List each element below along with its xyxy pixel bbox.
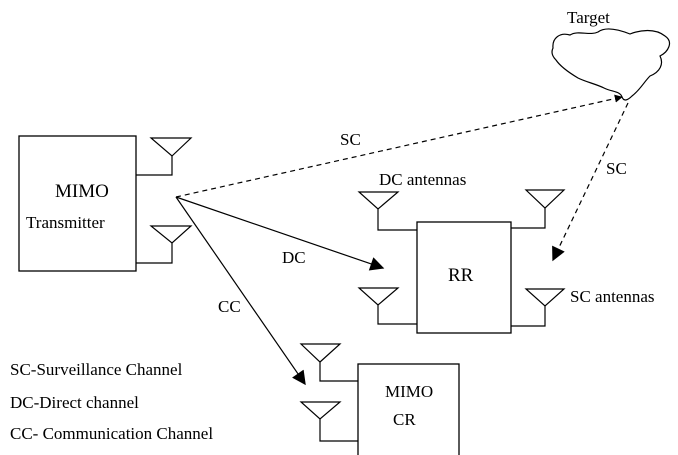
dc-antennas-label: DC antennas [379,170,466,189]
sc-antennas-label: SC antennas [570,287,655,306]
transmitter-antenna-bottom [136,225,193,264]
transmitter-antenna-top [136,137,193,176]
cr-antenna-top [299,343,358,382]
cr-label-line2: CR [393,410,416,429]
dc-link-to-rr [175,196,385,271]
legend-item-cc: CC- Communication Channel [10,424,213,443]
transmitter-label-line2: Transmitter [26,213,105,232]
sc-link-to-rr [552,102,629,262]
cc-link-label: CC [218,297,241,316]
target-label: Target [567,8,610,27]
sc-link-label-2: SC [606,159,627,178]
target-shape [551,28,671,101]
rr-sc-antenna-top [511,189,566,229]
sc-link-to-target [175,94,623,198]
rr-dc-antenna-top [357,191,417,231]
cc-link-to-cr [175,196,306,386]
transmitter-label-line1: MIMO [55,181,109,202]
rr-sc-antenna-bottom [511,288,566,327]
legend-item-sc: SC-Surveillance Channel [10,360,183,379]
mimo-cr-box [357,363,460,455]
cr-label-line1: MIMO [385,382,433,401]
rr-box [416,221,512,334]
rr-dc-antenna-bottom [357,287,417,325]
mimo-transmitter-box [18,135,137,272]
rr-label: RR [448,265,474,286]
sc-link-label-1: SC [340,130,361,149]
dc-link-label: DC [282,248,306,267]
cr-antenna-bottom [299,401,358,442]
legend-item-dc: DC-Direct channel [10,393,139,412]
